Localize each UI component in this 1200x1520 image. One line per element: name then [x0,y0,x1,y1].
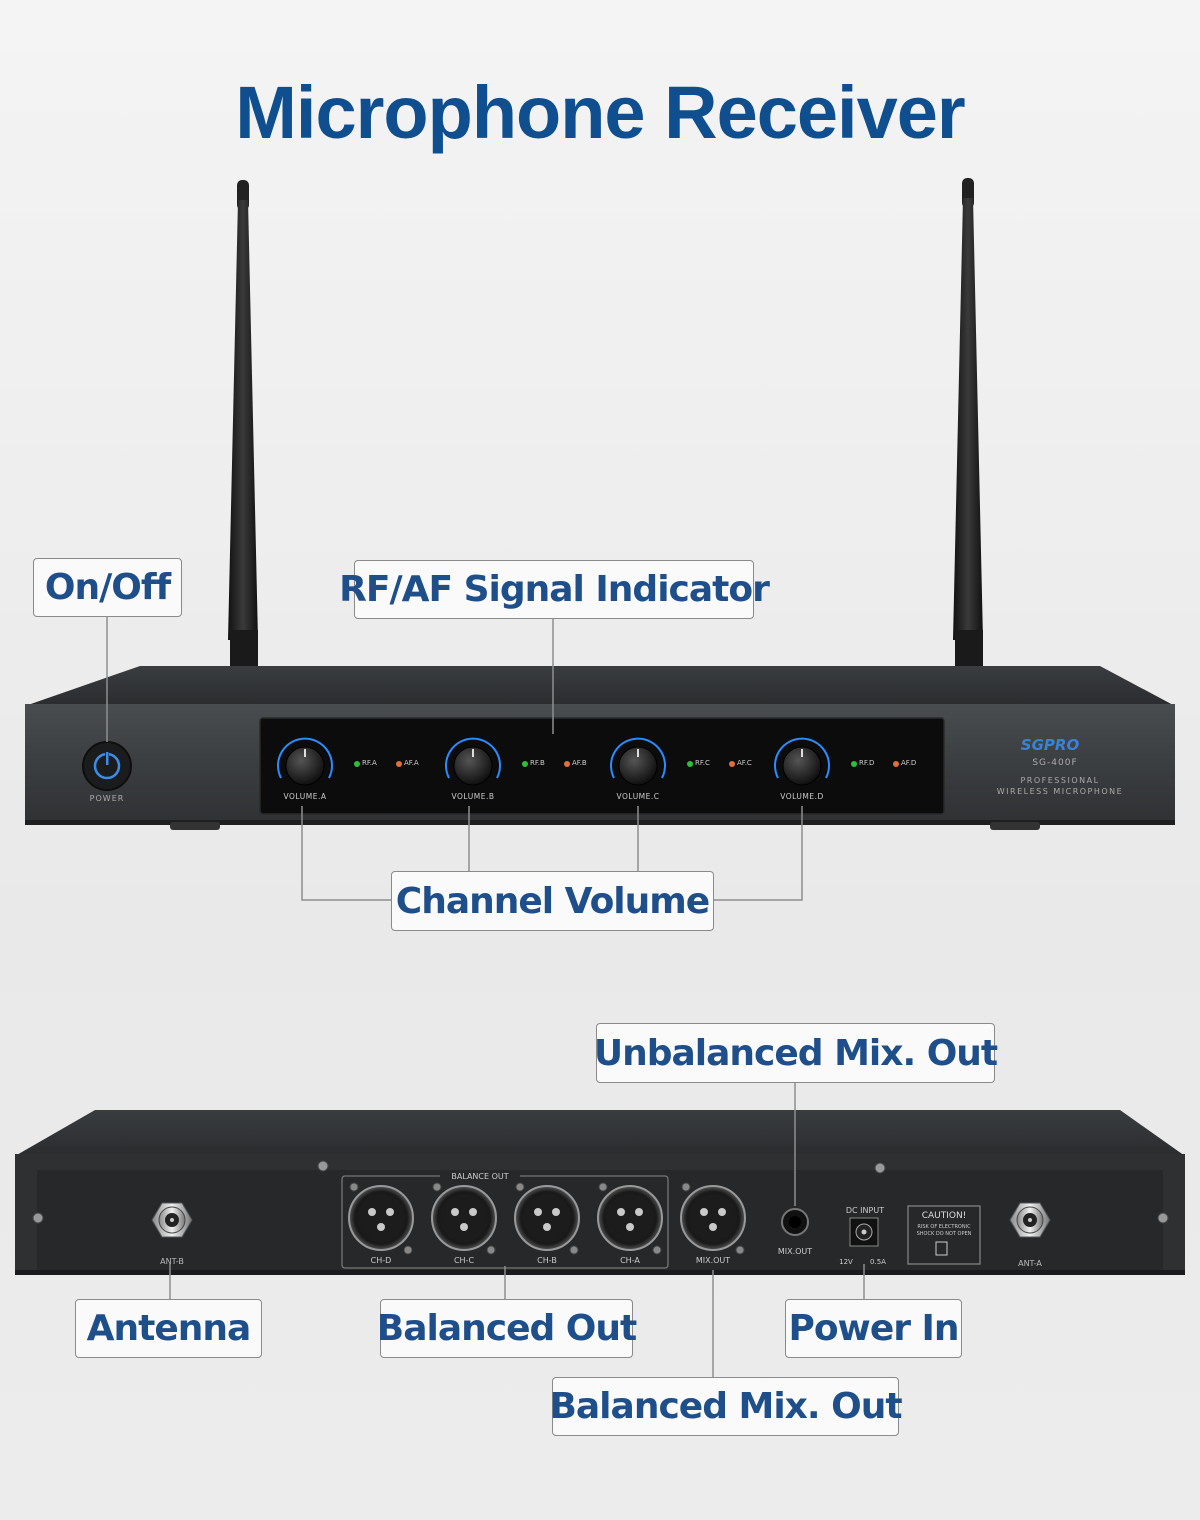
volume-label-b: VOLUME.B [451,792,495,801]
xlr-mix-out[interactable] [680,1185,746,1251]
caution-title: CAUTION! [921,1211,967,1221]
xlr-out-ch-b[interactable] [514,1185,580,1251]
callout-balanced-out: Balanced Out [377,1299,637,1358]
screw [317,1160,329,1172]
xlr-out-ch-d[interactable] [348,1185,414,1251]
power-label: POWER [89,794,125,803]
volume-knob-c[interactable] [610,737,666,786]
volume-label-a: VOLUME.A [283,792,327,801]
screw [569,1245,579,1255]
screw [874,1162,886,1174]
af-label-a: AF.A [404,759,419,767]
volume-knob-d[interactable] [774,737,830,786]
brand-logo: SGPRO [1020,736,1080,754]
callout-balanced-mix: Balanced Mix. Out [549,1377,903,1436]
callout-unbalanced-mix: Unbalanced Mix. Out [594,1023,998,1083]
screw [598,1182,608,1192]
screw [32,1212,44,1224]
screw [432,1182,442,1192]
af-led-d [893,761,899,767]
balance-out-label: BALANCE OUT [440,1172,520,1181]
xlr-out-ch-a[interactable] [597,1185,663,1251]
screw [652,1245,662,1255]
ch-label-2: CH-B [537,1256,557,1265]
rf-label-d: RF.D [859,759,875,767]
callout-leaders [106,616,865,1378]
wireless-mic-label: WIRELESS MICROPHONE [996,787,1124,796]
ch-label-3: CH-A [620,1256,640,1265]
volume-label-c: VOLUME.C [616,792,660,801]
af-led-c [729,761,735,767]
screw [681,1182,691,1192]
professional-label: PROFESSIONAL [1020,776,1100,785]
rf-led-a [354,761,360,767]
caution-icon [935,1241,948,1256]
antenna-right [953,178,983,670]
rf-label-b: RF.B [530,759,545,767]
caution-line2: SHOCK DO NOT OPEN [916,1231,972,1237]
screw [515,1182,525,1192]
ch-label-1: CH-C [453,1256,475,1265]
volume-label-d: VOLUME.D [780,792,824,801]
mix-out-jack-label: MIX.OUT [777,1247,813,1256]
front-receiver-unit [25,666,1175,830]
screw [735,1245,745,1255]
volume-knob-b[interactable] [445,737,501,786]
antenna-left [228,180,258,670]
callout-channel-volume: Channel Volume [391,871,714,931]
af-label-b: AF.B [572,759,587,767]
af-led-b [564,761,570,767]
xlr-out-ch-c[interactable] [431,1185,497,1251]
dc-input-label: DC INPUT [845,1206,885,1215]
caution-line1: RISK OF ELECTRONIC [917,1224,971,1230]
callout-power-in: Power In [785,1299,962,1358]
rf-led-b [522,761,528,767]
model-label: SG-400F [1032,758,1078,768]
ch-label-0: CH-D [370,1256,392,1265]
rf-label-a: RF.A [362,759,377,767]
antenna-connector-a[interactable] [1009,1202,1051,1238]
rf-led-d [851,761,857,767]
screw [403,1245,413,1255]
volume-knob-a[interactable] [277,737,333,786]
quarter-inch-jack[interactable] [781,1208,809,1236]
screw [349,1182,359,1192]
dc-power-jack[interactable] [849,1217,879,1247]
dc-spec-a-label: 0.5A [870,1258,886,1266]
callout-antenna: Antenna [75,1299,262,1358]
ant-a-label: ANT-A [1018,1259,1042,1268]
rf-led-c [687,761,693,767]
ant-b-label: ANT-B [160,1257,184,1266]
screw [1157,1212,1169,1224]
mix-out-xlr-label: MIX.OUT [695,1256,731,1265]
callout-rf-af: RF/AF Signal Indicator [339,560,770,619]
screw [486,1245,496,1255]
callout-on-off: On/Off [33,558,182,617]
dc-spec-v-label: 12V [839,1258,853,1266]
page-title: Microphone Receiver [235,71,965,154]
antenna-connector-b[interactable] [151,1202,193,1238]
af-label-d: AF.D [901,759,917,767]
af-label-c: AF.C [737,759,752,767]
rf-label-c: RF.C [695,759,710,767]
af-led-a [396,761,402,767]
